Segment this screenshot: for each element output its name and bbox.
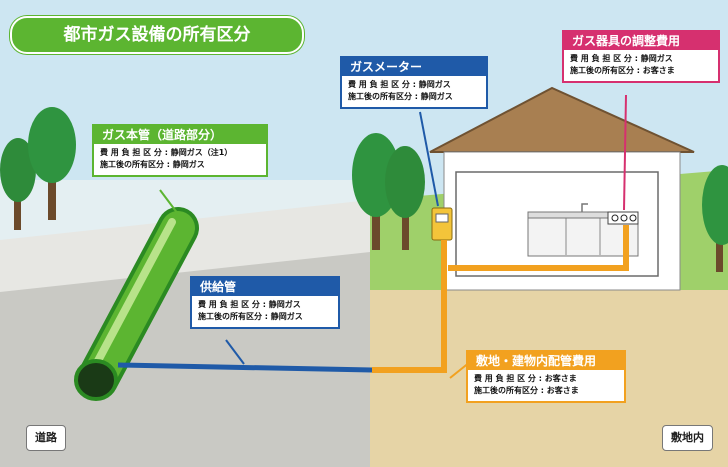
callout-internal-piping: 敷地・建物内配管費用 費 用 負 担 区 分 : お客さま 施工後の所有区分 :… <box>466 350 626 403</box>
callout-meter: ガスメーター 費 用 負 担 区 分 : 静岡ガス 施工後の所有区分 : 静岡ガ… <box>340 56 488 109</box>
callout-supply-pipe-cost: 費 用 負 担 区 分 : 静岡ガス <box>198 300 301 309</box>
tree-right <box>702 165 728 272</box>
callout-internal-piping-heading: 敷地・建物内配管費用 <box>468 352 624 370</box>
callout-internal-piping-cost: 費 用 負 担 区 分 : お客さま <box>474 374 577 383</box>
diagram-title: 都市ガス設備の所有区分 <box>10 16 304 54</box>
tree-left-1 <box>0 138 36 230</box>
internal-gas-pipe <box>372 225 629 373</box>
tree-center-2 <box>385 146 425 250</box>
callout-main-pipe-owner: 施工後の所有区分 : 静岡ガス <box>100 160 205 169</box>
callout-supply-pipe-heading: 供給管 <box>192 278 338 296</box>
callout-appliance-heading: ガス器具の調整費用 <box>564 32 718 50</box>
callout-internal-piping-owner: 施工後の所有区分 : お客さま <box>474 386 579 395</box>
leader-supply-pipe <box>225 339 245 365</box>
callout-appliance: ガス器具の調整費用 費 用 負 担 区 分 : 静岡ガス 施工後の所有区分 : … <box>562 30 720 83</box>
callout-appliance-cost: 費 用 負 担 区 分 : 静岡ガス <box>570 54 673 63</box>
leader-appliance <box>623 94 627 211</box>
road-label: 道路 <box>26 425 66 451</box>
callout-meter-cost: 費 用 負 担 区 分 : 静岡ガス <box>348 80 451 89</box>
leader-main-pipe <box>159 189 179 215</box>
kitchen-counter <box>527 203 639 257</box>
premises-label: 敷地内 <box>662 425 713 451</box>
callout-main-pipe-heading: ガス本管（道路部分） <box>94 126 266 144</box>
tree-left-2 <box>28 107 76 220</box>
callout-supply-pipe: 供給管 費 用 負 担 区 分 : 静岡ガス 施工後の所有区分 : 静岡ガス <box>190 276 340 329</box>
gas-meter <box>431 207 453 241</box>
main-gas-pipe <box>74 207 199 401</box>
callout-meter-owner: 施工後の所有区分 : 静岡ガス <box>348 92 453 101</box>
callout-appliance-owner: 施工後の所有区分 : お客さま <box>570 66 675 75</box>
supply-pipe <box>117 362 373 373</box>
leader-meter <box>419 111 439 207</box>
callout-meter-heading: ガスメーター <box>342 58 486 76</box>
callout-main-pipe-cost: 費 用 負 担 区 分 : 静岡ガス（注1） <box>100 148 233 157</box>
callout-main-pipe: ガス本管（道路部分） 費 用 負 担 区 分 : 静岡ガス（注1） 施工後の所有… <box>92 124 268 177</box>
callout-supply-pipe-owner: 施工後の所有区分 : 静岡ガス <box>198 312 303 321</box>
